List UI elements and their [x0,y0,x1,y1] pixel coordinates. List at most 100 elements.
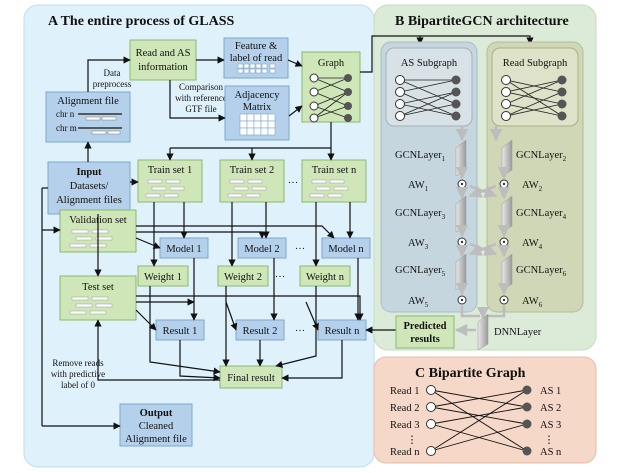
input-title: Input [76,167,102,178]
weight-1-label: Weight 1 [144,272,182,283]
comparison-line2: with reference [175,93,227,103]
read-1-node [426,385,436,395]
read-as-line1: Read and AS [136,48,191,59]
train-set-2-reads [227,179,267,198]
model-n-box [321,237,371,259]
panel-a-arrows [41,56,396,430]
train-set-n-label: Train set n [312,165,357,176]
read-3-label: Read 3 [390,420,419,431]
gcn-layer-2-label: GCNLayer2 [516,150,567,163]
bipartite-edges [430,389,528,452]
gcn-layer-5-label: GCNLayer5 [395,265,446,278]
read-2-node [426,402,436,412]
result-1-label: Result 1 [163,326,198,337]
panel-c-title: C Bipartite Graph [415,366,526,381]
read-subgraph-network-icon [501,75,567,121]
chr-m-label: chr m [56,123,77,133]
as-n-node [522,446,532,456]
weight-n-label: Weight n [306,272,345,283]
model-dots: ··· [295,244,306,255]
panel-b: AS Subgraph Read Subgraph GCNLayer1 [360,35,584,351]
data-preprocess-line2: preprocess [93,79,132,89]
test-reads [69,296,113,315]
panel-a: Read and AS information Feature & label … [41,37,396,447]
read-ellipsis: ⋮ [407,435,418,446]
weight-dots: ··· [275,272,286,283]
as-n-label: AS n [540,447,562,458]
final-result-label: Final result [227,373,275,384]
alignment-title: Alignment file [57,96,119,107]
comparison-line3: GTF file [185,104,216,114]
weight-n-box [299,265,351,287]
read-as-line2: information [138,62,188,73]
weight-2-box [217,265,269,287]
as-1-label: AS 1 [540,386,561,397]
train-set-1-reads [145,179,185,198]
graph-label: Graph [318,58,345,69]
chr-n-label: chr n [56,109,75,119]
output-box [119,403,193,447]
read-n-label: Read n [390,447,420,458]
adjacency-line2: Matrix [243,102,272,113]
aw-4-label: AW4 [522,238,543,251]
as-3-label: AS 3 [540,420,561,431]
as-subgraph-network-icon [395,75,461,121]
gcn-layer-4-label: GCNLayer4 [516,208,567,221]
graph-network-icon [309,73,352,123]
input-line2: Alignment files [56,195,122,206]
as-subgraph-label: AS Subgraph [401,58,458,69]
aw-row-2: AW3 AW4 [408,237,543,251]
train-set-n-reads [309,179,349,198]
aw-2-label: AW2 [522,180,543,193]
panel-c-background [373,356,597,464]
as-1-node [522,385,532,395]
train-set-2-label: Train set 2 [230,165,275,176]
predicted-line1: Predicted [404,321,447,332]
dnn-layer-slab [477,313,489,351]
as-2-node [522,402,532,412]
weight-1-box [137,265,189,287]
aw-6-label: AW6 [522,296,543,309]
gcn-layer-6-label: GCNLayer6 [516,265,567,278]
adjacency-line1: Adjacency [235,90,281,101]
data-preprocess-line1: Data [104,68,121,78]
read-subgraph-label: Read Subgraph [503,58,568,69]
alignment-reads-icon [78,113,122,135]
as-subgraph-box [385,47,473,127]
output-title: Output [140,408,173,419]
read-subgraph-box [491,47,579,127]
feature-line2: label of read [230,53,283,64]
remove-line3: label of 0 [61,380,95,390]
output-line1: Cleaned [139,421,174,432]
train-set-1-label: Train set 1 [148,165,193,176]
gcn-layer-1-label: GCNLayer1 [395,150,446,163]
remove-line2: with predictive [51,369,105,379]
read-2-label: Read 2 [390,403,419,414]
feature-line1: Feature & [235,41,277,52]
weight-2-label: Weight 2 [224,272,262,283]
model-1-label: Model 1 [166,244,201,255]
remove-line1: Remove reads [52,358,104,368]
predicted-results-box [395,315,455,349]
read-n-node [426,446,436,456]
comparison-line1: Comparison [179,82,223,92]
read-as-box [129,39,197,81]
read-3-node [426,419,436,429]
aw-1-label: AW1 [408,180,429,193]
panel-a-title: A The entire process of GLASS [48,14,235,29]
feature-grid-icon [237,63,276,74]
test-label: Test set [82,282,114,293]
panel-c: Read 1 Read 2 Read 3 ⋮ Read n AS 1 AS 2 … [390,385,562,458]
input-line1: Datasets/ [70,181,109,192]
train-dots: ··· [288,178,299,189]
as-ellipsis: ⋮ [544,435,555,446]
panel-b-title: B BipartiteGCN architecture [395,14,569,29]
result-n-label: Result n [325,326,360,337]
as-2-label: AS 2 [540,403,561,414]
result-dots: ··· [295,326,306,337]
panel-b-flow-arrows [454,166,511,337]
model-2-label: Model 2 [244,244,279,255]
output-line2: Alignment file [125,434,187,445]
dnn-layer-label: DNNLayer [494,327,542,338]
